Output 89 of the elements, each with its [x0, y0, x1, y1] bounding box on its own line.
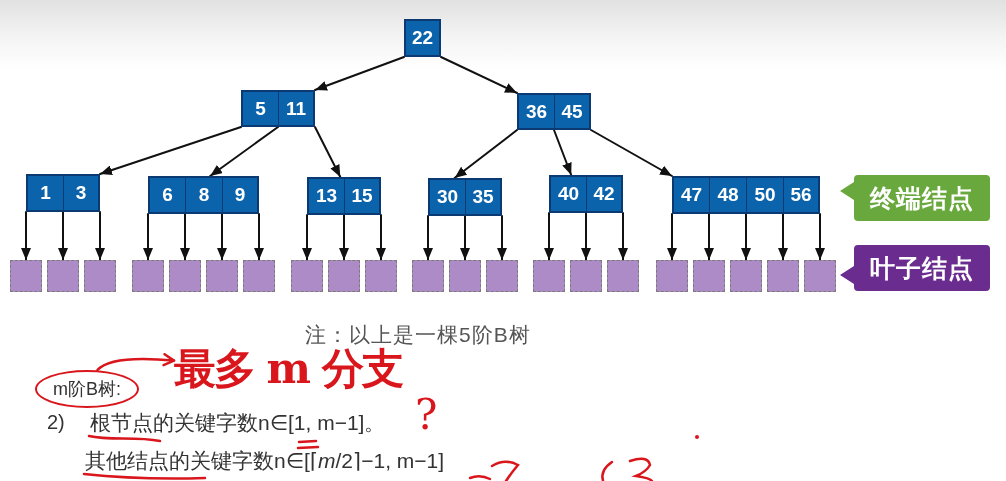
btree-node: [241, 90, 315, 127]
btree-node: [26, 174, 100, 212]
leaf-box: [365, 260, 397, 292]
key-cell: 45: [554, 95, 589, 128]
arrow: [741, 213, 751, 261]
leaf-box: [328, 260, 360, 292]
key-cell-text: 13: [314, 184, 339, 208]
key-cell: 8: [185, 178, 222, 212]
key-cell: 9: [222, 178, 257, 212]
key-cell-text: 1: [39, 181, 52, 205]
arrow: [143, 213, 153, 261]
rule-text: 根节点的关键字数n∈[1, m−1]。: [90, 410, 386, 436]
circled-text: m阶B树:: [35, 370, 139, 408]
arrow: [667, 213, 677, 261]
leaf-box: [656, 260, 688, 292]
arrow: [815, 213, 825, 261]
leaf-box: [10, 260, 42, 292]
leaf-box: [412, 260, 444, 292]
arrow: [440, 56, 518, 94]
leaf-box: [132, 260, 164, 292]
btree-node: [307, 177, 381, 215]
list-number: 2): [47, 410, 65, 434]
key-cell-text: 5: [254, 96, 267, 121]
key-cell: 50: [746, 178, 783, 212]
arrow: [590, 129, 673, 177]
arrow: [339, 214, 349, 261]
arrow: [58, 211, 68, 261]
key-cell-text: 40: [556, 182, 581, 206]
key-cell: 15: [344, 179, 379, 213]
leaf-box: [533, 260, 565, 292]
key-cell-text: 36: [524, 99, 549, 124]
key-cell-text: 22: [410, 26, 435, 50]
arrow: [553, 129, 573, 176]
arrow: [778, 213, 788, 261]
leaf-box: [243, 260, 275, 292]
leaf-box: [693, 260, 725, 292]
key-cell: 48: [709, 178, 746, 212]
key-cell: 56: [783, 178, 818, 212]
rule-text: 其他结点的关键字数n∈[⌈m/2⌉−1, m−1]: [85, 448, 445, 474]
leaf-box: [486, 260, 518, 292]
handwritten-note: 最多 m 分支: [174, 348, 402, 390]
key-cell: 3: [63, 176, 98, 210]
arrow: [581, 212, 591, 261]
btree-node: [549, 175, 623, 213]
key-cell-text: 30: [435, 185, 460, 209]
btree-node: [517, 93, 591, 130]
leaf-box: [804, 260, 836, 292]
btree-node: [428, 178, 502, 216]
arrow: [460, 215, 470, 261]
leaf-box: [84, 260, 116, 292]
btree-node: [672, 176, 820, 214]
arrow: [704, 213, 714, 261]
arrow: [314, 56, 405, 91]
arrow: [544, 212, 554, 261]
arrow: [254, 213, 264, 261]
callout-label: 叶子结点: [838, 245, 990, 291]
leaf-box: [730, 260, 762, 292]
arrow: [21, 211, 31, 261]
key-cell-text: 6: [161, 183, 174, 207]
leaf-box: [169, 260, 201, 292]
arrow: [302, 214, 312, 261]
arrow: [497, 215, 507, 261]
key-cell: 42: [586, 177, 621, 211]
key-cell: 35: [465, 180, 500, 214]
leaf-box: [449, 260, 481, 292]
handdrawn-arrow: [96, 353, 176, 372]
btree-node: [404, 19, 441, 57]
leaf-box: [607, 260, 639, 292]
note-text: 注：以上是一棵5阶B树: [305, 322, 531, 347]
arrow: [453, 129, 518, 179]
arrow: [314, 126, 342, 178]
leaf-box: [767, 260, 799, 292]
leaf-box: [570, 260, 602, 292]
leaf-box: [291, 260, 323, 292]
arrow: [376, 214, 386, 261]
callout-label: 终端结点: [838, 175, 990, 221]
arrow: [209, 126, 279, 177]
arrow: [99, 126, 242, 175]
leaf-box: [206, 260, 238, 292]
key-cell-text: 47: [679, 183, 704, 207]
leaf-box: [47, 260, 79, 292]
arrow: [95, 211, 105, 261]
arrow: [423, 215, 433, 261]
handwritten-question-mark: ?: [415, 394, 438, 436]
arrow: [180, 213, 190, 261]
arrow: [217, 213, 227, 261]
key-cell: 11: [278, 92, 313, 125]
btree-node: [148, 176, 259, 214]
arrow: [618, 212, 628, 261]
